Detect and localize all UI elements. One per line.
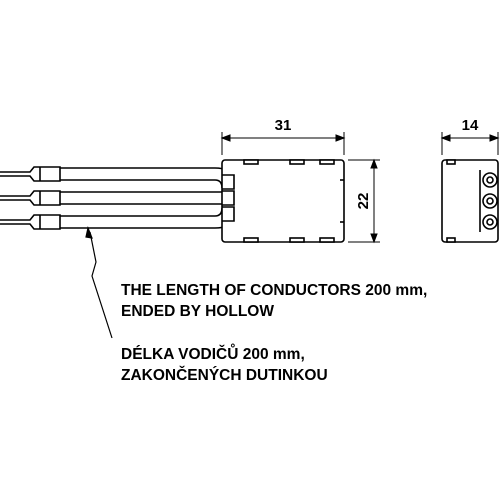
conductor-length-note-english: THE LENGTH OF CONDUCTORS 200 mm, ENDED B… [121, 280, 427, 322]
note-english-line-2: ENDED BY HOLLOW [121, 303, 274, 320]
conductor-2 [0, 190, 230, 206]
conductor-3 [0, 207, 231, 230]
conductor-length-note-czech: DÉLKA VODIČŮ 200 mm, ZAKONČENÝCH DUTINKO… [121, 344, 328, 386]
note-czech-line-1: DÉLKA VODIČŮ 200 mm, [121, 346, 305, 363]
dimension-depth-label: 14 [462, 117, 479, 134]
dimension-depth [440, 132, 500, 155]
conductors [0, 166, 231, 230]
note-czech-line-2: ZAKONČENÝCH DUTINKOU [121, 367, 328, 384]
module-front-view [221, 159, 345, 243]
module-side-view [441, 159, 499, 243]
dimension-height-label: 22 [355, 193, 372, 210]
dimension-width [220, 132, 346, 155]
conductor-1 [0, 166, 231, 189]
dimension-height [348, 158, 380, 244]
leader-line [85, 225, 113, 339]
note-english-line-1: THE LENGTH OF CONDUCTORS 200 mm, [121, 282, 428, 299]
dimension-width-label: 31 [275, 117, 292, 134]
